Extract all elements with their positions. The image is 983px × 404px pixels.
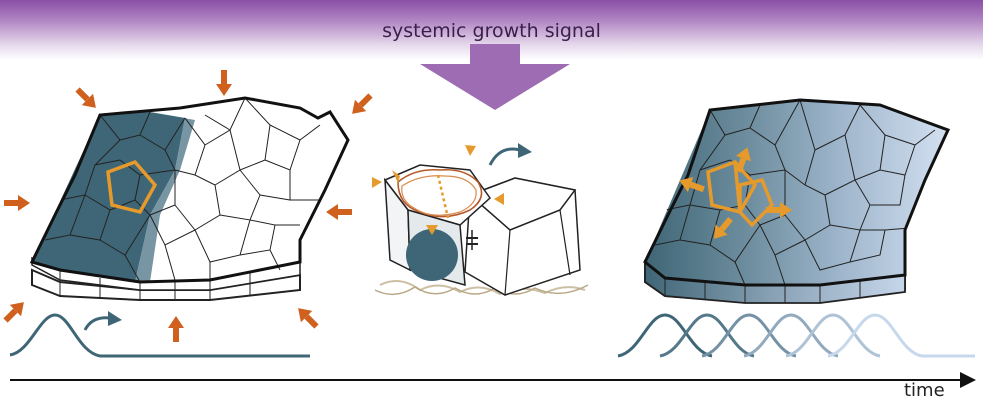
right-wave-curves [617, 313, 975, 358]
right-tissue [643, 98, 951, 304]
left-wave-curve [9, 313, 310, 358]
time-axis-label: time [904, 380, 945, 401]
dividing-cell [706, 159, 775, 228]
banner-label: systemic growth signal [382, 20, 601, 42]
highlighted-cell [106, 159, 158, 215]
growth-arrow-icon [679, 147, 792, 239]
left-tissue [29, 96, 350, 301]
center-cell-pair [372, 143, 589, 296]
pressure-arrow-icon [3, 70, 373, 342]
time-arrow-icon [10, 372, 976, 388]
signal-arrow-icon [420, 44, 570, 110]
rotation-arrow-icon [488, 147, 521, 166]
rotation-arrow-icon [83, 311, 122, 331]
